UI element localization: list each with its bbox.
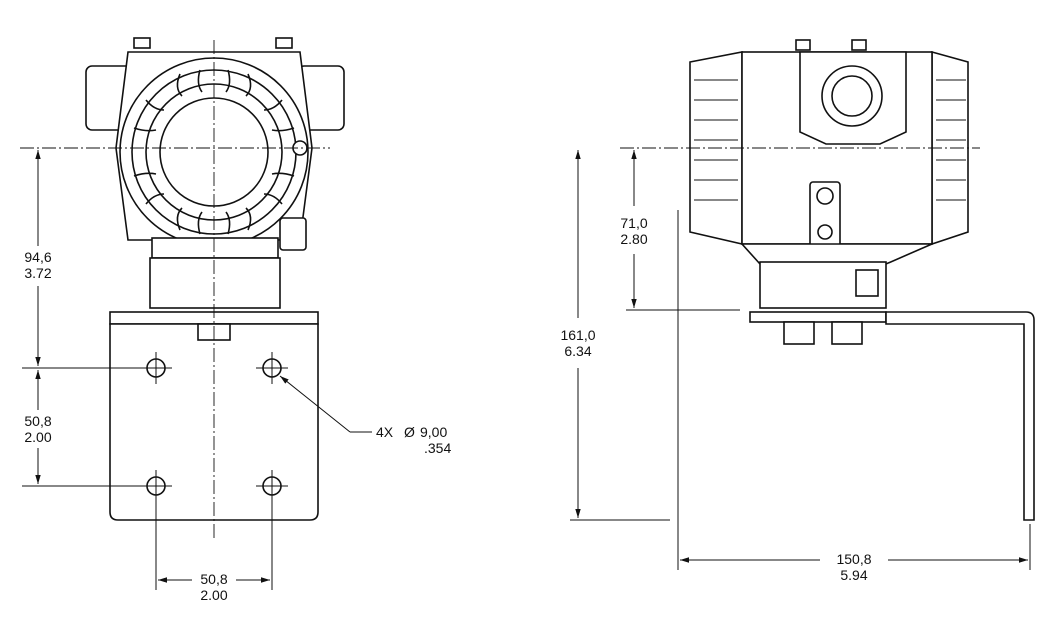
dim-side-total-metric: 161,0 (560, 327, 595, 343)
dim-lower-imperial: 2.00 (24, 429, 51, 445)
dim-side-upper-imperial: 2.80 (620, 231, 647, 247)
dim-side-width-imperial: 5.94 (840, 567, 867, 583)
dim-holes-metric: 50,8 (200, 571, 227, 587)
housing-neck (151, 237, 279, 259)
nameplate (855, 269, 879, 297)
hole-callout-imperial: .354 (424, 440, 451, 456)
dim-upper-imperial: 3.72 (24, 265, 51, 281)
side-housing-transition (740, 243, 933, 265)
hole-callout-count: 4X (376, 424, 394, 440)
side-cover-ribs (694, 79, 966, 201)
front-view: 94,6 3.72 50,8 2.00 50,8 2.00 4X Ø 9,00 … (20, 37, 451, 603)
process-nut (831, 321, 863, 345)
top-bolt-right (275, 37, 293, 49)
dim-side-total-imperial: 6.34 (564, 343, 591, 359)
dim-side-width-metric: 150,8 (836, 551, 871, 567)
terminal-screw (817, 224, 833, 240)
conduit-port (821, 65, 883, 127)
ground-symbol-icon (816, 187, 834, 205)
dim-upper-metric: 94,6 (24, 249, 51, 265)
ground-lug (279, 217, 307, 251)
top-bolt-left (133, 37, 151, 49)
hole-callout-metric: 9,00 (420, 424, 447, 440)
cover-ribs (133, 69, 295, 235)
side-top-bolt (851, 39, 867, 51)
process-nut (783, 321, 815, 345)
dim-side-upper-metric: 71,0 (620, 215, 647, 231)
ground-terminal (809, 181, 841, 253)
callout-leader (279, 375, 351, 433)
conduit-port-inner (831, 75, 873, 117)
side-top-bolt (795, 39, 811, 51)
sensor-module (149, 257, 281, 309)
side-mounting-bracket (885, 311, 1035, 521)
hole-callout-symbol: Ø (404, 424, 415, 440)
dim-lower-metric: 50,8 (24, 413, 51, 429)
side-bracket-flange (749, 311, 887, 323)
mounting-holes (140, 352, 288, 502)
dim-holes-imperial: 2.00 (200, 587, 227, 603)
side-view: 71,0 2.80 161,0 6.34 150,8 5.94 (560, 39, 1035, 583)
